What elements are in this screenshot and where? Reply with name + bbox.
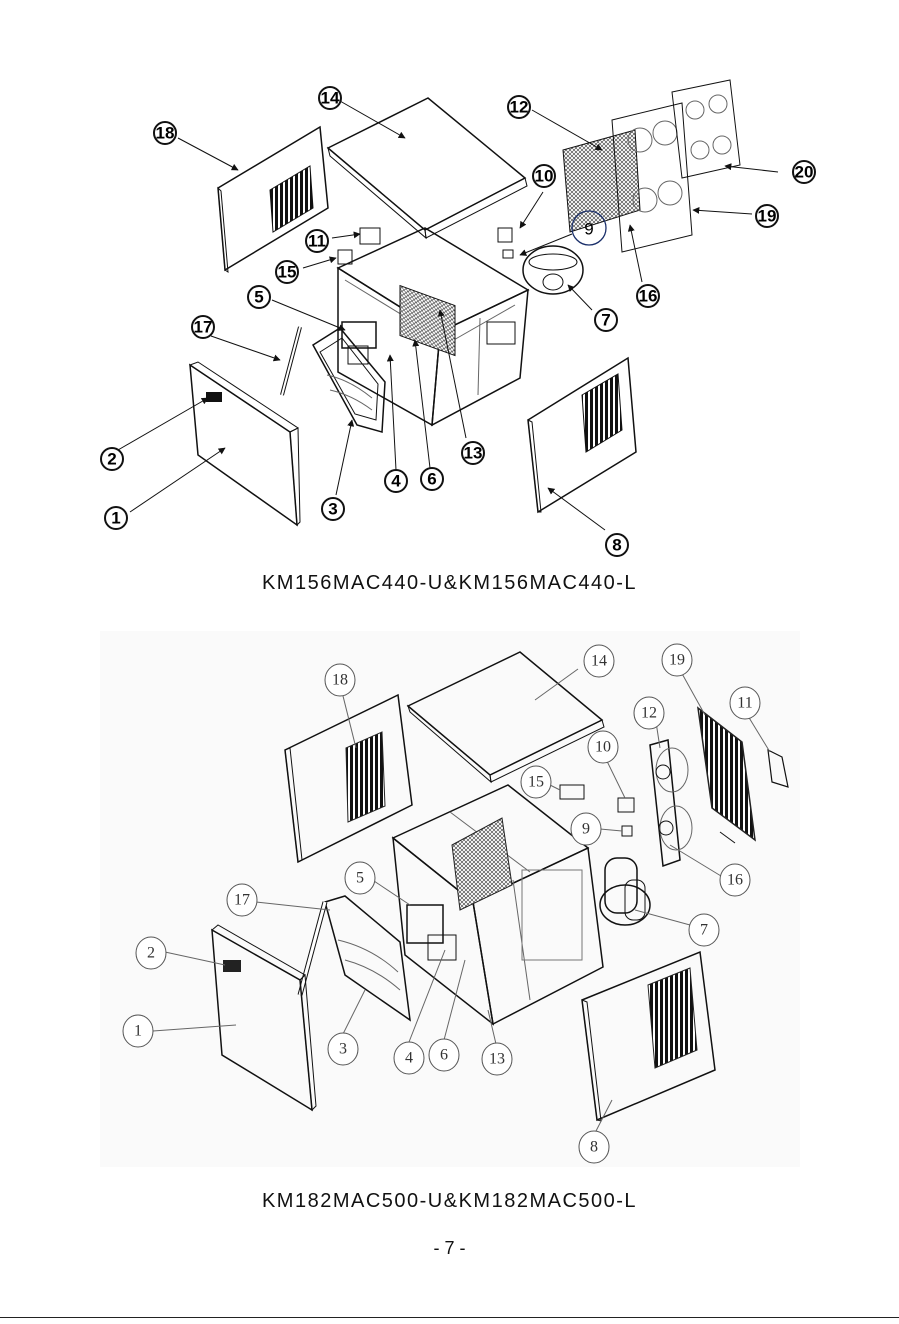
d2-callout-3: 3 xyxy=(328,1033,358,1065)
svg-text:17: 17 xyxy=(194,318,213,337)
d2-callout-10: 10 xyxy=(588,731,618,763)
d2-callout-11: 11 xyxy=(730,687,760,719)
d1-callout-11: 11 xyxy=(306,230,328,252)
svg-text:13: 13 xyxy=(464,444,483,463)
d1-callout-15: 15 xyxy=(276,261,298,283)
svg-text:11: 11 xyxy=(308,232,326,251)
d1-callout-10: 10 xyxy=(533,165,555,187)
svg-text:14: 14 xyxy=(321,89,340,108)
d2-callout-9: 9 xyxy=(571,813,601,845)
d1-water-tray xyxy=(313,328,385,432)
d1-callout-6: 6 xyxy=(421,468,443,490)
svg-text:14: 14 xyxy=(591,653,607,670)
d1-callout-20: 20 xyxy=(793,161,815,183)
d1-callout-18: 18 xyxy=(154,122,176,144)
svg-text:13: 13 xyxy=(489,1051,505,1068)
d2-callout-5: 5 xyxy=(345,862,375,894)
svg-text:2: 2 xyxy=(107,450,116,469)
d2-callout-2: 2 xyxy=(136,937,166,969)
svg-text:12: 12 xyxy=(641,705,657,722)
diagram-1-caption: KM156MAC440-U&KM156MAC440-L xyxy=(0,572,899,595)
diagram-2-caption: KM182MAC500-U&KM182MAC500-L xyxy=(0,1190,899,1213)
svg-text:6: 6 xyxy=(440,1047,448,1064)
svg-text:15: 15 xyxy=(528,774,544,791)
d1-callout-1: 1 xyxy=(105,507,127,529)
d1-cabinet xyxy=(338,228,528,425)
svg-text:1: 1 xyxy=(111,509,120,528)
d2-callout-4: 4 xyxy=(394,1042,424,1074)
svg-text:5: 5 xyxy=(356,870,364,887)
d1-callout-9: 9 xyxy=(584,220,593,239)
svg-text:20: 20 xyxy=(795,163,814,182)
d1-side-panel-right xyxy=(528,358,636,512)
d1-callout-14: 14 xyxy=(319,87,341,109)
svg-text:4: 4 xyxy=(391,472,401,491)
svg-text:7: 7 xyxy=(601,311,610,330)
svg-text:4: 4 xyxy=(405,1050,413,1067)
svg-text:3: 3 xyxy=(328,500,337,519)
svg-text:18: 18 xyxy=(332,672,348,689)
d1-callout-12: 12 xyxy=(508,96,530,118)
d1-drain-pipe xyxy=(282,327,300,395)
svg-text:2: 2 xyxy=(147,945,155,962)
svg-text:6: 6 xyxy=(427,470,436,489)
d2-callout-18: 18 xyxy=(325,664,355,696)
d1-callout-16: 16 xyxy=(637,285,659,307)
bottom-rule xyxy=(0,1317,899,1318)
svg-text:16: 16 xyxy=(639,287,658,306)
page-number: - 7 - xyxy=(0,1238,899,1259)
svg-text:11: 11 xyxy=(737,695,752,712)
svg-text:16: 16 xyxy=(727,872,743,889)
d1-callout-2: 2 xyxy=(101,448,123,470)
svg-text:3: 3 xyxy=(339,1041,347,1058)
d2-callout-6: 6 xyxy=(429,1039,459,1071)
d1-callout-13: 13 xyxy=(462,442,484,464)
d2-callout-16: 16 xyxy=(720,864,750,896)
svg-text:19: 19 xyxy=(758,207,777,226)
diagram-2-drawing: 1 2 3 4 5 6 7 8 9 10 11 12 13 14 15 16 1… xyxy=(100,631,800,1167)
d2-callout-8: 8 xyxy=(579,1131,609,1163)
d1-callout-4: 4 xyxy=(385,470,407,492)
d1-callout-19: 19 xyxy=(756,205,778,227)
d1-top-panel xyxy=(328,98,527,238)
d2-callout-7: 7 xyxy=(689,914,719,946)
svg-text:10: 10 xyxy=(595,739,611,756)
svg-text:8: 8 xyxy=(612,536,621,555)
d2-callout-13: 13 xyxy=(482,1043,512,1075)
svg-text:9: 9 xyxy=(582,821,590,838)
svg-text:9: 9 xyxy=(584,220,593,239)
d1-callout-17: 17 xyxy=(192,316,214,338)
svg-text:15: 15 xyxy=(278,263,297,282)
d1-compressor xyxy=(523,246,583,294)
svg-text:1: 1 xyxy=(134,1023,142,1040)
d2-callout-12: 12 xyxy=(634,697,664,729)
d1-pump-box xyxy=(342,322,376,364)
d2-callout-14: 14 xyxy=(584,645,614,677)
d2-callout-17: 17 xyxy=(227,884,257,916)
d2-callout-15: 15 xyxy=(521,766,551,798)
svg-text:7: 7 xyxy=(700,922,708,939)
d1-callout-7: 7 xyxy=(595,309,617,331)
d2-callout-19: 19 xyxy=(662,644,692,676)
d1-fan-guard xyxy=(672,80,740,178)
d1-callout-8: 8 xyxy=(606,534,628,556)
svg-text:8: 8 xyxy=(590,1139,598,1156)
svg-text:5: 5 xyxy=(254,288,263,307)
d2-callout-1: 1 xyxy=(123,1015,153,1047)
diagram-1-drawing: 1 2 3 4 5 6 7 8 9 10 11 12 13 14 15 16 1… xyxy=(101,80,815,556)
svg-text:10: 10 xyxy=(535,167,554,186)
svg-text:17: 17 xyxy=(234,892,250,909)
d1-callout-5: 5 xyxy=(248,286,270,308)
svg-text:12: 12 xyxy=(510,98,529,117)
svg-text:19: 19 xyxy=(669,652,685,669)
svg-text:18: 18 xyxy=(156,124,175,143)
d1-callout-3: 3 xyxy=(322,498,344,520)
